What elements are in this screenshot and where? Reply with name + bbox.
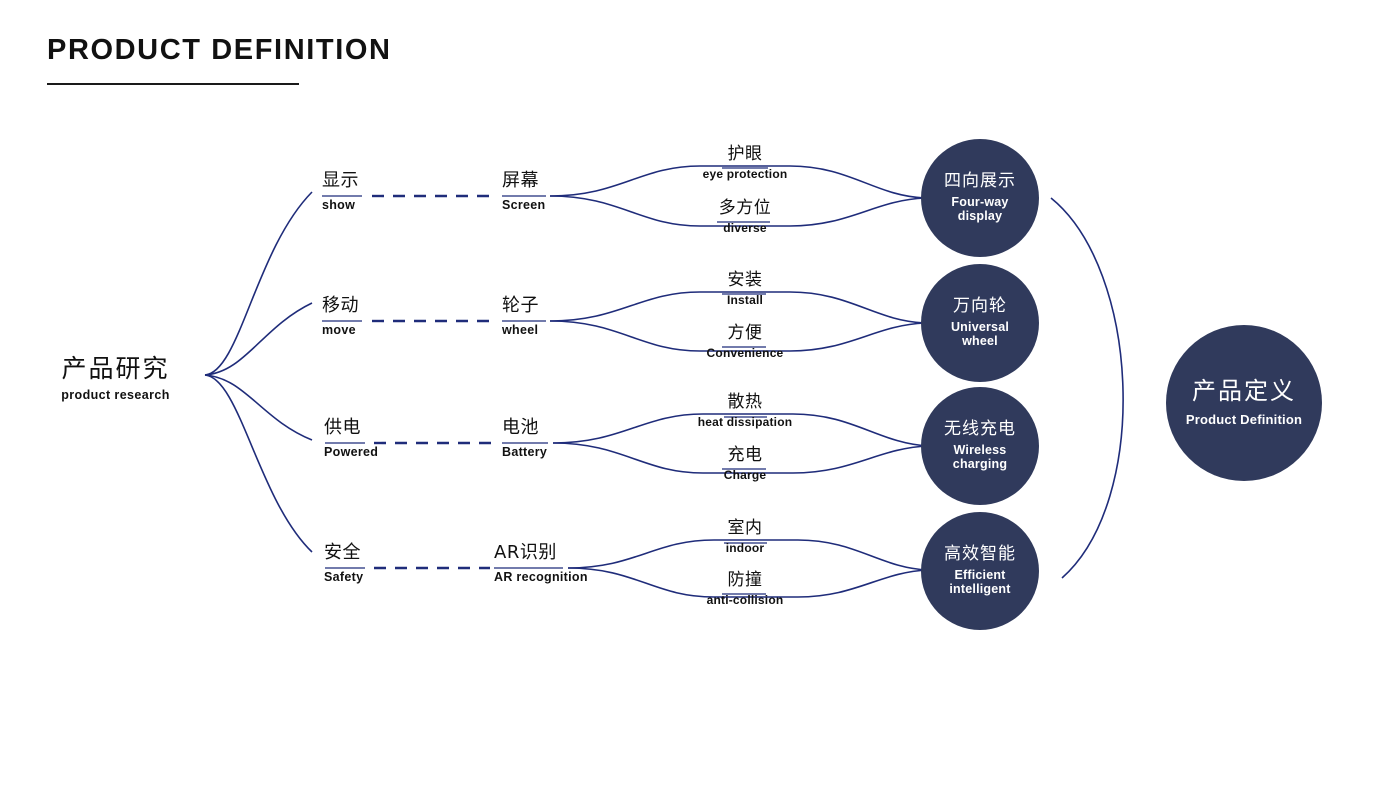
lens-lower-2 [549, 320, 926, 352]
result-circle-2[interactable]: 万向轮 Universal wheel [921, 264, 1039, 382]
lens-lower-3 [552, 442, 929, 474]
branch-2-level2[interactable]: 轮子 wheel [502, 295, 539, 337]
result-circle-2-en-2: wheel [962, 333, 998, 348]
branch-1-level1-cn: 显示 [322, 170, 359, 191]
final-node-circle[interactable]: 产品定义 Product Definition [1166, 325, 1322, 481]
lens-lower-1 [549, 195, 926, 227]
fan-line-1 [204, 191, 313, 376]
branch-3-level2-cn: 电池 [502, 417, 539, 438]
lens-upper-2 [549, 291, 926, 324]
branch-4-level1-en: Safety [324, 569, 364, 584]
branch-3-leaf-2-en: Charge [723, 467, 767, 482]
branch-3-level2-en: Battery [502, 444, 548, 459]
fan-line-4 [204, 374, 313, 553]
branch-3-leaf-2-cn: 充电 [727, 445, 763, 465]
result-circle-1-cn: 四向展示 [944, 170, 1016, 191]
lens-upper-3 [552, 413, 929, 447]
branch-2-level1-cn: 移动 [322, 295, 359, 316]
branch-2-leaf-2-cn: 方便 [727, 323, 763, 343]
lens-upper-4 [567, 539, 929, 571]
result-circle-3-en-1: Wireless [953, 442, 1007, 457]
branch-3-level1[interactable]: 供电 Powered [324, 417, 379, 459]
result-circle-2-en-1: Universal [950, 319, 1010, 334]
final-node-cn: 产品定义 [1192, 377, 1296, 406]
result-circle-1-en-1: Four-way [951, 194, 1009, 209]
branch-4-level2-en: AR recognition [494, 569, 588, 584]
fan-line-3 [204, 374, 313, 441]
final-node-en: Product Definition [1185, 412, 1303, 428]
page-title: PRODUCT DEFINITION [47, 34, 392, 66]
branch-1-level2-cn: 屏幕 [502, 170, 539, 191]
branch-2-leaf-1-cn: 安装 [727, 270, 763, 290]
branch-1-leaf-2b[interactable]: 多方位 diverse [665, 198, 825, 235]
branch-4-leaf-1-en: indoor [725, 540, 765, 555]
branch-1-level1-en: show [322, 197, 356, 212]
branch-1-level2-en: Screen [502, 197, 546, 212]
result-circle-3-en-2: charging [952, 456, 1008, 471]
root-node-label-cn: 产品研究 [61, 354, 170, 383]
branch-4-leaf-1-cn: 室内 [727, 518, 763, 538]
branch-4-leaf-2-cn: 防撞 [727, 570, 763, 590]
result-circle-1[interactable]: 四向展示 Four-way display [921, 139, 1039, 257]
branch-3-level1-cn: 供电 [324, 417, 361, 438]
branch-4-level2-cn: AR识别 [494, 542, 557, 563]
branch-3-leaf-1-en: heat dissipation [697, 414, 793, 429]
root-node-label-en: product research [61, 388, 170, 403]
branch-1-level2[interactable]: 屏幕 Screen [502, 170, 546, 212]
branch-2-level1-en: move [322, 322, 356, 337]
lens-upper-1 [549, 165, 926, 199]
result-circle-3[interactable]: 无线充电 Wireless charging [921, 387, 1039, 505]
branch-4-leaf-1[interactable]: 室内 indoor [665, 518, 825, 555]
result-circle-2-cn: 万向轮 [953, 295, 1007, 316]
branch-2-level2-cn: 轮子 [502, 295, 539, 316]
branch-4-leaf-2-en: anti-collision [706, 592, 784, 607]
branch-1-leaf-1-cn: 护眼 [727, 144, 763, 164]
branch-2-leaf-2-en: Convenience [706, 345, 784, 360]
branch-3-level1-en: Powered [324, 444, 379, 459]
result-arc [1050, 197, 1124, 579]
branch-4-level1-cn: 安全 [324, 542, 361, 563]
root-node[interactable]: 产品研究 product research [28, 354, 203, 403]
branch-1-leaf-2-cn-real: 多方位 [718, 198, 772, 218]
branch-2-leaf-2[interactable]: 方便 Convenience [665, 323, 825, 360]
branch-1-leaf-1[interactable]: 护眼 eye protection [665, 144, 825, 181]
branch-4-leaf-2[interactable]: 防撞 anti-collision [665, 570, 825, 607]
title-underline [47, 83, 299, 85]
branch-2-level1[interactable]: 移动 move [322, 295, 359, 337]
branch-2-leaf-1[interactable]: 安装 Install [665, 270, 825, 307]
branch-2-leaf-1-en: Install [726, 292, 764, 307]
result-circle-4[interactable]: 高效智能 Efficient intelligent [921, 512, 1039, 630]
branch-4-level2[interactable]: AR识别 AR recognition [494, 542, 588, 584]
branch-1-level1[interactable]: 显示 show [322, 170, 359, 212]
branch-1-leaf-1-en: eye protection [702, 166, 788, 181]
page-title-block: PRODUCT DEFINITION [47, 34, 392, 85]
branch-4-level1[interactable]: 安全 Safety [324, 542, 364, 584]
branch-2-level2-en: wheel [502, 322, 539, 337]
branch-3-level2[interactable]: 电池 Battery [502, 417, 548, 459]
result-circle-4-en-1: Efficient [954, 567, 1006, 582]
result-circle-4-cn: 高效智能 [944, 543, 1016, 564]
branch-3-leaf-1-cn: 散热 [727, 392, 763, 412]
result-circle-1-en-2: display [957, 208, 1003, 223]
result-circle-3-cn: 无线充电 [944, 418, 1016, 439]
branch-3-leaf-1[interactable]: 散热 heat dissipation [665, 392, 825, 429]
lens-lower-4 [567, 567, 929, 598]
result-circle-4-en-2: intelligent [949, 581, 1011, 596]
branch-1-leaf-2-en: diverse [723, 220, 767, 235]
fan-line-2 [204, 302, 313, 376]
branch-3-leaf-2[interactable]: 充电 Charge [665, 445, 825, 482]
